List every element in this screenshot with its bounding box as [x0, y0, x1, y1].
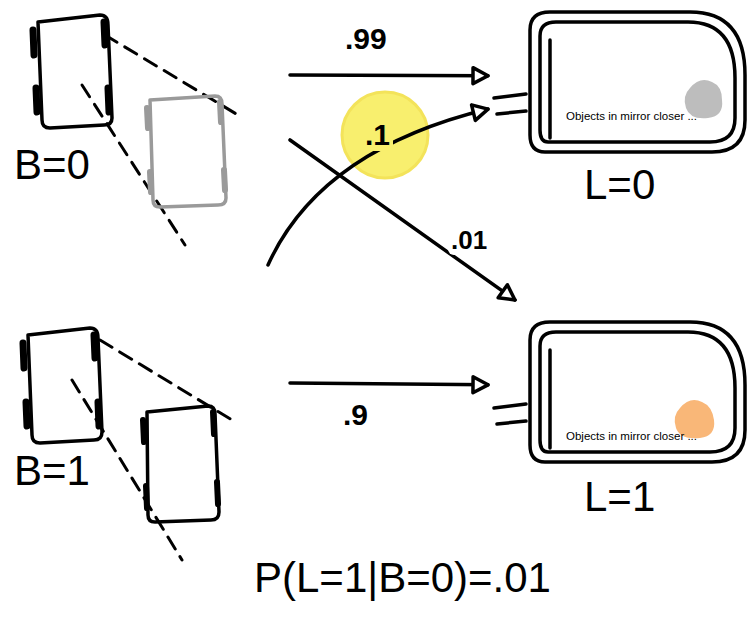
- probability-arrow: [290, 68, 488, 84]
- state-label: B=0: [14, 142, 90, 188]
- mirror-outline: [494, 12, 745, 152]
- own-car: [23, 328, 232, 560]
- blind-spot-car-absent: [147, 96, 226, 207]
- mirror-outline: [494, 322, 745, 462]
- state-label: B=1: [14, 448, 90, 494]
- car-state: B=1: [8, 265, 290, 565]
- probability-arrow: [290, 140, 515, 300]
- probability-label: .1: [362, 118, 393, 151]
- probability-formula: P(L=1|B=0)=.01: [254, 555, 551, 601]
- probability-label: .01: [448, 226, 490, 255]
- mirror-light: Objects in mirror closer ... L=0: [488, 10, 750, 212]
- arrow-line: [290, 383, 488, 385]
- mirror-caption: Objects in mirror closer ...: [566, 110, 697, 123]
- arrow-line: [290, 140, 515, 300]
- mirror-caption: Objects in mirror closer ...: [566, 430, 697, 443]
- arrow-head: [473, 377, 488, 393]
- probability-label: .9: [340, 398, 371, 431]
- arrow-head: [473, 68, 488, 84]
- own-car: [33, 15, 238, 245]
- arrow-line: [290, 73, 488, 77]
- mirror-light: Objects in mirror closer ... L=1: [488, 300, 750, 535]
- probability-arrow: [290, 377, 488, 393]
- state-label: L=1: [584, 474, 655, 520]
- car-state: B=0: [8, 10, 290, 240]
- blind-spot-car-present: [143, 406, 219, 522]
- arrow-head: [472, 105, 488, 121]
- state-label: L=0: [584, 162, 655, 208]
- arrow-head: [498, 285, 515, 300]
- probability-label: .99: [342, 22, 390, 55]
